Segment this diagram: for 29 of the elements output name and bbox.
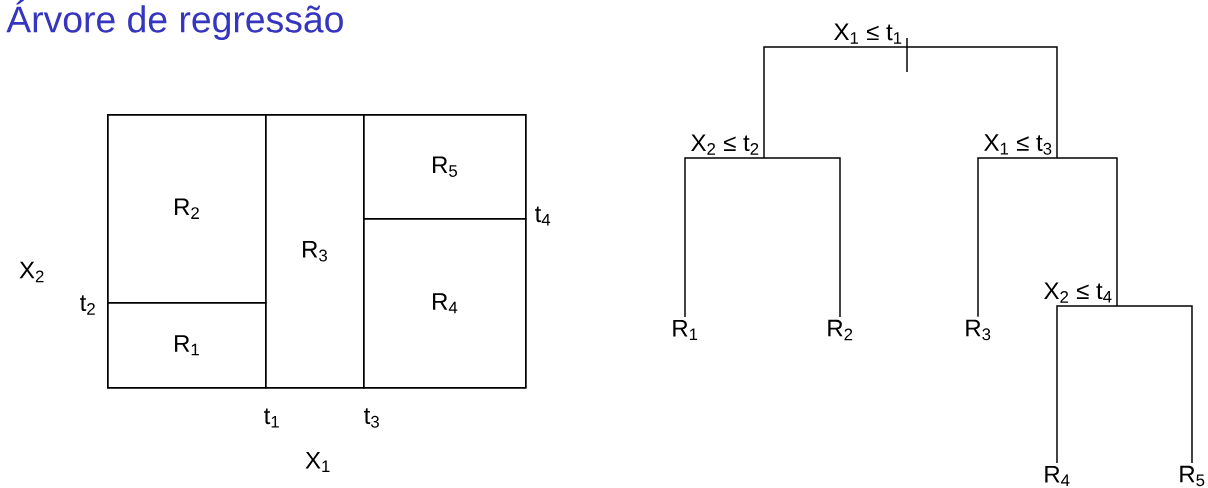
leaf-label: R$_{5}$ xyxy=(1180,465,1205,487)
leaf-label: R$_{3}$ xyxy=(966,319,991,341)
axis-label: X$_{1}$ xyxy=(305,451,330,473)
tree-branch xyxy=(763,157,841,318)
region-cell: R$_{1}$ xyxy=(107,302,267,389)
leaf-label: R$_{1}$ xyxy=(673,319,698,341)
tree-branch xyxy=(1116,305,1193,464)
tree-branch xyxy=(684,157,765,318)
tree-branch xyxy=(1056,157,1118,307)
split-label: X$_{2}$ ≤ t$_{2}$ xyxy=(691,134,759,155)
axis-label: X$_{2}$ xyxy=(19,261,44,283)
split-label: X$_{2}$ ≤ t$_{4}$ xyxy=(1044,282,1112,303)
leaf-label: R$_{2}$ xyxy=(828,319,853,341)
tree-branch xyxy=(763,46,908,159)
split-label: X$_{1}$ ≤ t$_{1}$ xyxy=(834,23,902,44)
region-cell: R$_{5}$ xyxy=(363,114,527,220)
threshold-label: t$_{2}$ xyxy=(80,295,95,315)
title: Árvore de regressão xyxy=(6,0,343,41)
leaf-label: R$_{4}$ xyxy=(1045,465,1070,487)
region-cell: R$_{4}$ xyxy=(363,218,527,389)
tree-branch xyxy=(1056,305,1118,464)
threshold-label: t$_{1}$ xyxy=(264,408,279,428)
split-label: X$_{1}$ ≤ t$_{3}$ xyxy=(984,134,1052,155)
region-cell: R$_{2}$ xyxy=(107,114,267,304)
threshold-label: t$_{4}$ xyxy=(535,206,551,226)
tree-branch xyxy=(977,157,1058,318)
tree-branch xyxy=(906,46,1058,159)
threshold-label: t$_{3}$ xyxy=(364,408,379,428)
region-cell: R$_{3}$ xyxy=(265,114,365,389)
